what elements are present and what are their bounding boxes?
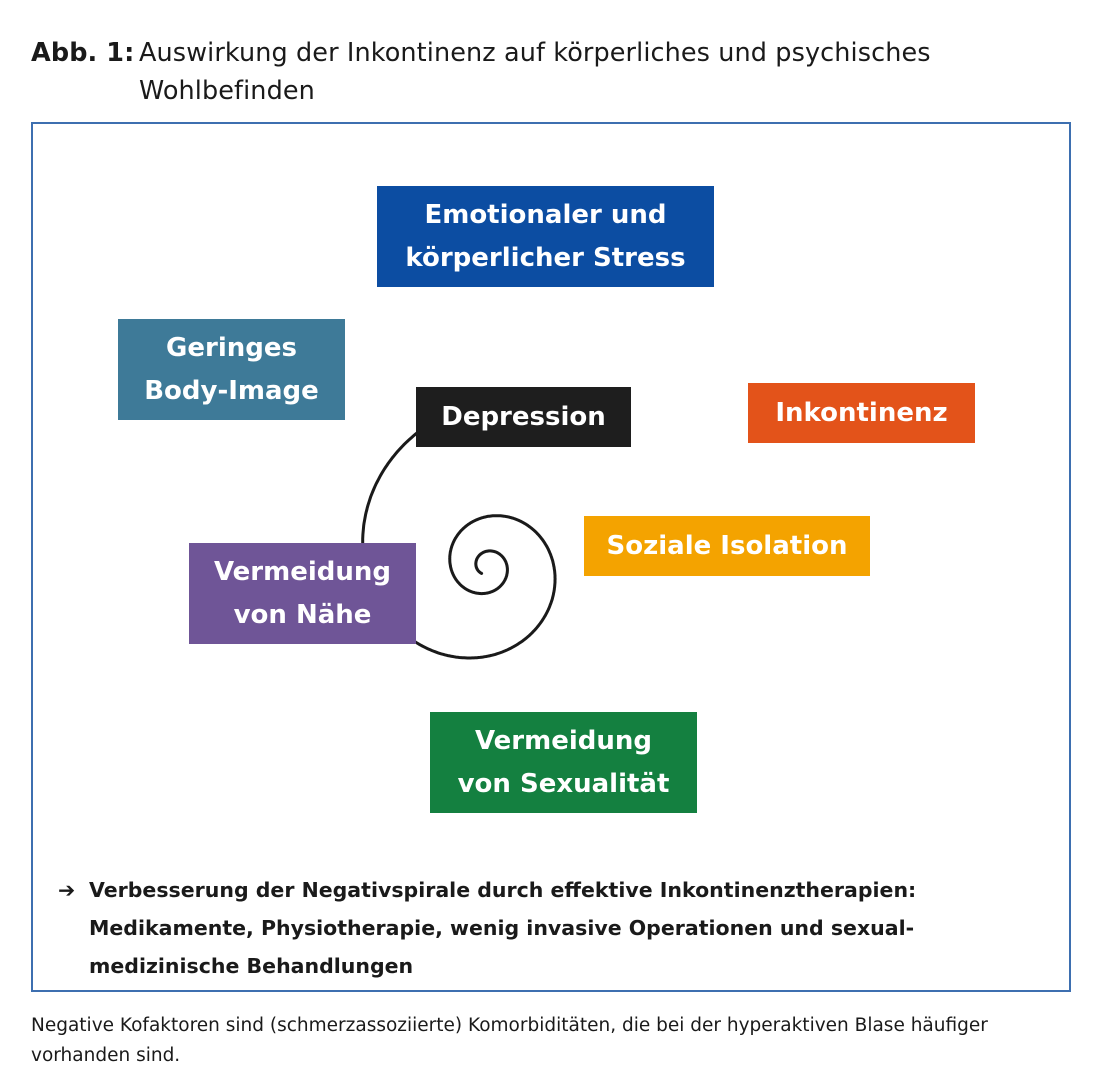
therapy-note-text: Verbesserung der Negativspirale durch ef… xyxy=(89,878,917,978)
figure-title: Abb. 1: Auswirkung der Inkontinenz auf k… xyxy=(31,34,1071,110)
box-inkontinenz: Inkontinenz xyxy=(748,383,975,443)
arrow-right-icon: ➔ xyxy=(58,878,76,902)
box-vermeidung-naehe: Vermeidung von Nähe xyxy=(189,543,416,644)
figure-label: Abb. 1: xyxy=(31,38,135,68)
box-vermeidung-sexualitaet: Vermeidung von Sexualität xyxy=(430,712,697,813)
spiral-path xyxy=(361,398,557,660)
box-vermeidung-sexualitaet-line1: Vermeidung xyxy=(474,725,653,756)
figure-title-text: Auswirkung der Inkontinenz auf körperlic… xyxy=(139,38,931,106)
therapy-note: ➔ Verbesserung der Negativspirale durch … xyxy=(58,871,1048,985)
box-body-image-line1: Geringes xyxy=(166,332,297,363)
box-vermeidung-naehe-line1: Vermeidung xyxy=(213,556,392,587)
box-soziale-isolation-label: Soziale Isolation xyxy=(606,530,848,561)
box-vermeidung-sexualitaet-line2: von Sexualität xyxy=(457,768,670,799)
box-depression: Depression xyxy=(416,387,631,447)
box-body-image-line2: Body-Image xyxy=(144,375,319,406)
box-body-image: Geringes Body-Image xyxy=(118,319,345,420)
box-emotional-stress: Emotionaler und körperlicher Stress xyxy=(377,186,714,287)
box-vermeidung-naehe-line2: von Nähe xyxy=(233,599,372,630)
figure-caption: Negative Kofaktoren sind (schmerzassozii… xyxy=(31,1015,988,1066)
box-soziale-isolation: Soziale Isolation xyxy=(584,516,870,576)
box-emotional-stress-line2: körperlicher Stress xyxy=(405,242,686,273)
box-inkontinenz-label: Inkontinenz xyxy=(775,397,948,428)
box-emotional-stress-line1: Emotionaler und xyxy=(424,199,667,230)
diagram-frame xyxy=(31,122,1071,992)
box-depression-label: Depression xyxy=(441,401,606,432)
